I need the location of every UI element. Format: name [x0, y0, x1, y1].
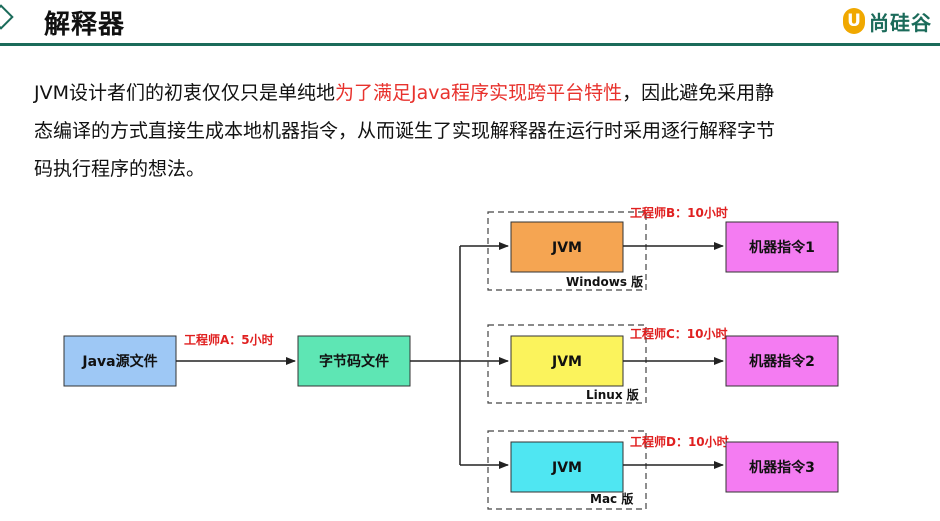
machine-code-node-3 — [725, 441, 839, 493]
paragraph-line-1: JVM设计者们的初衷仅仅只是单纯地为了满足Java程序实现跨平台特性，因此避免采… — [34, 74, 914, 112]
logo-text: 尚硅谷 — [869, 10, 932, 35]
line1-highlight: 为了满足Java程序实现跨平台特性 — [335, 82, 623, 104]
platform-box-windows — [487, 211, 647, 291]
jvm-label-windows: JVM — [551, 240, 582, 256]
os-label-linux: Linux 版 — [586, 387, 639, 402]
machine-code-label-2: 机器指令2 — [749, 353, 815, 370]
engineer-label-b: 工程师B：10小时 — [630, 205, 728, 220]
line1-pre: JVM设计者们的初衷仅仅只是单纯地 — [34, 82, 335, 104]
machine-code-node-2 — [725, 335, 839, 387]
platform-box-mac — [487, 430, 647, 510]
paragraph-line-3: 码执行程序的想法。 — [34, 158, 206, 180]
jvm-node-mac — [510, 441, 624, 493]
source-file-label: Java源文件 — [81, 353, 157, 370]
platform-box-linux — [487, 324, 647, 404]
jvm-label-linux: JVM — [551, 354, 582, 370]
engineer-label-d: 工程师D：10小时 — [630, 434, 729, 449]
bytecode-file-label: 字节码文件 — [319, 353, 389, 370]
jvm-label-mac: JVM — [551, 460, 582, 476]
jvm-node-linux — [510, 335, 624, 387]
line1-post: ，因此避免采用静 — [622, 82, 775, 104]
machine-code-label-3: 机器指令3 — [749, 459, 815, 476]
slide-header: 解释器 U 尚硅谷 — [0, 0, 940, 46]
header-divider — [0, 43, 940, 46]
intro-paragraph: JVM设计者们的初衷仅仅只是单纯地为了满足Java程序实现跨平台特性，因此避免采… — [34, 74, 914, 188]
machine-code-label-1: 机器指令1 — [749, 239, 815, 256]
bytecode-file-node — [297, 335, 411, 387]
logo-mark-icon: U — [843, 8, 865, 34]
engineer-label-c: 工程师C：10小时 — [630, 326, 728, 341]
edge-a-label: 工程师A：5小时 — [184, 332, 274, 347]
jvm-node-windows — [510, 221, 624, 273]
paragraph-line-2: 态编译的方式直接生成本地机器指令，从而诞生了实现解释器在运行时采用逐行解释字节 — [34, 120, 776, 142]
slide-title: 解释器 — [44, 10, 126, 40]
brand-logo: U 尚硅谷 — [843, 6, 932, 36]
os-label-windows: Windows 版 — [566, 274, 643, 289]
machine-code-node-1 — [725, 221, 839, 273]
os-label-mac: Mac 版 — [590, 491, 633, 506]
